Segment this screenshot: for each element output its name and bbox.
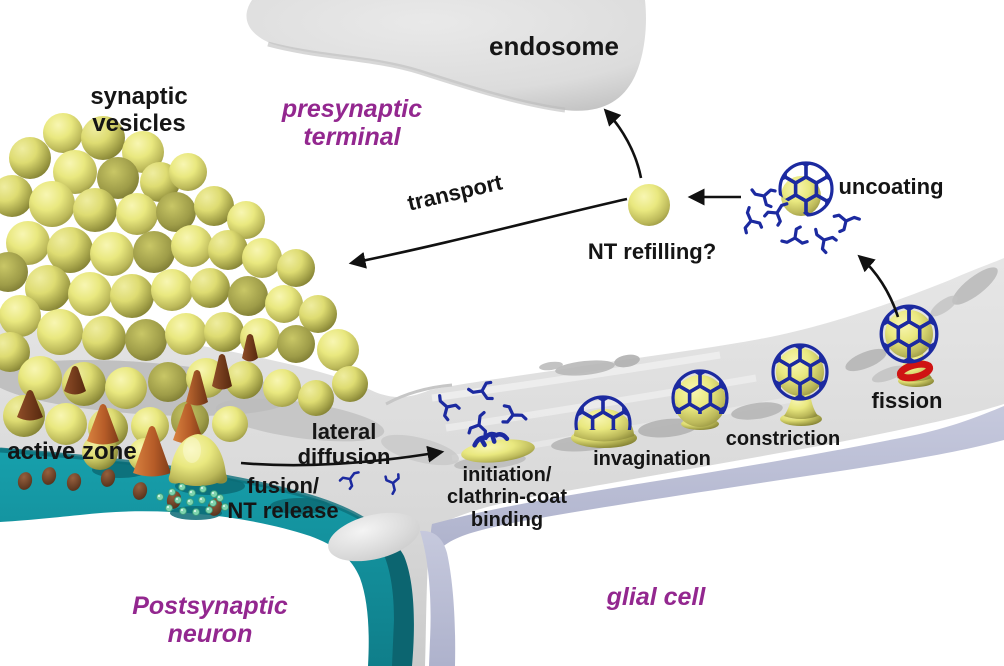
uncoating-vesicle (778, 161, 834, 217)
label-fusion-nt-release: fusion/ NT release (227, 473, 339, 523)
label-lateral-diffusion: lateral diffusion (297, 419, 391, 469)
label-active-zone: active zone (7, 438, 137, 465)
label-postsynaptic-neuron: Postsynaptic neuron (132, 592, 288, 648)
label-endosome: endosome (488, 31, 620, 61)
label-glial-cell: glial cell (606, 583, 706, 611)
pathway-arrows (240, 108, 900, 467)
fission-to-uncoating-arrow (857, 254, 900, 318)
label-constriction: constriction (725, 428, 841, 450)
endosome-shape (246, 0, 646, 113)
label-initiation: initiation/ clathrin-coat binding (446, 464, 568, 531)
lateral-diffusion-arrow (240, 445, 445, 467)
glial-cell-membrane (420, 406, 1004, 666)
fusing-vesicle (168, 434, 228, 486)
label-uncoating: uncoating (838, 174, 944, 199)
stage-fission (879, 304, 939, 387)
membrane-shadow-blotches (0, 267, 998, 470)
stage-deep-invagination (671, 369, 729, 430)
to-endosome-arrow (603, 108, 643, 179)
label-presynaptic-terminal: presynaptic terminal (281, 95, 423, 151)
label-fission: fission (871, 388, 943, 413)
label-synaptic-vesicles: synaptic vesicles (90, 83, 188, 137)
stage-invagination (571, 395, 637, 448)
transport-arrow (348, 197, 628, 269)
membrane-bulge (328, 512, 420, 562)
label-nt-refilling: NT refilling? (587, 239, 717, 264)
recycled-vesicle (628, 184, 670, 226)
active-zone-cones (17, 334, 258, 477)
stage-initiation (461, 431, 535, 463)
label-invagination: invagination (593, 448, 711, 470)
dynamin-ring (896, 360, 934, 382)
stage-constriction (771, 343, 829, 426)
neurotransmitter-dots (156, 483, 229, 516)
